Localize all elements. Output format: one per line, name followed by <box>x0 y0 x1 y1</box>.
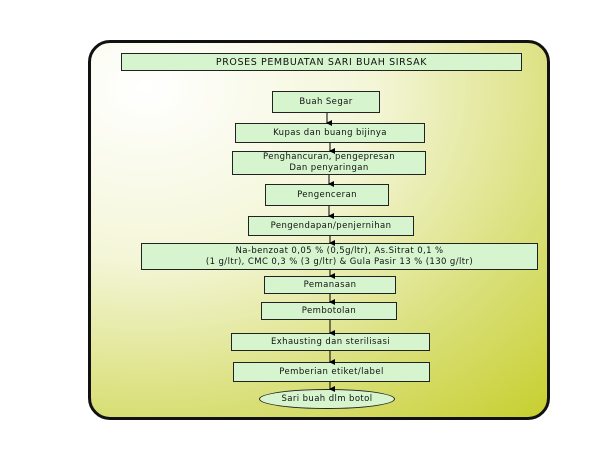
step-buah-segar: Buah Segar <box>272 91 380 113</box>
step-penghancuran: Penghancuran, pengepresan Dan penyaringa… <box>232 151 426 175</box>
step-kupas: Kupas dan buang bijinya <box>235 123 425 143</box>
step-exhausting: Exhausting dan sterilisasi <box>231 333 430 351</box>
step-pengendapan: Pengendapan/penjernihan <box>248 216 414 236</box>
step-bahan-tambahan: Na-benzoat 0,05 % (0,5g/ltr), As.Sitrat … <box>141 243 538 270</box>
step-etiket: Pemberian etiket/label <box>233 362 430 382</box>
step-pembotolan: Pembotolan <box>261 302 397 320</box>
step-sari-buah-oval: Sari buah dlm botol <box>259 389 395 409</box>
step-pemanasan: Pemanasan <box>264 276 396 294</box>
diagram-title: PROSES PEMBUATAN SARI BUAH SIRSAK <box>121 53 522 71</box>
step-pengenceran: Pengenceran <box>265 184 389 206</box>
